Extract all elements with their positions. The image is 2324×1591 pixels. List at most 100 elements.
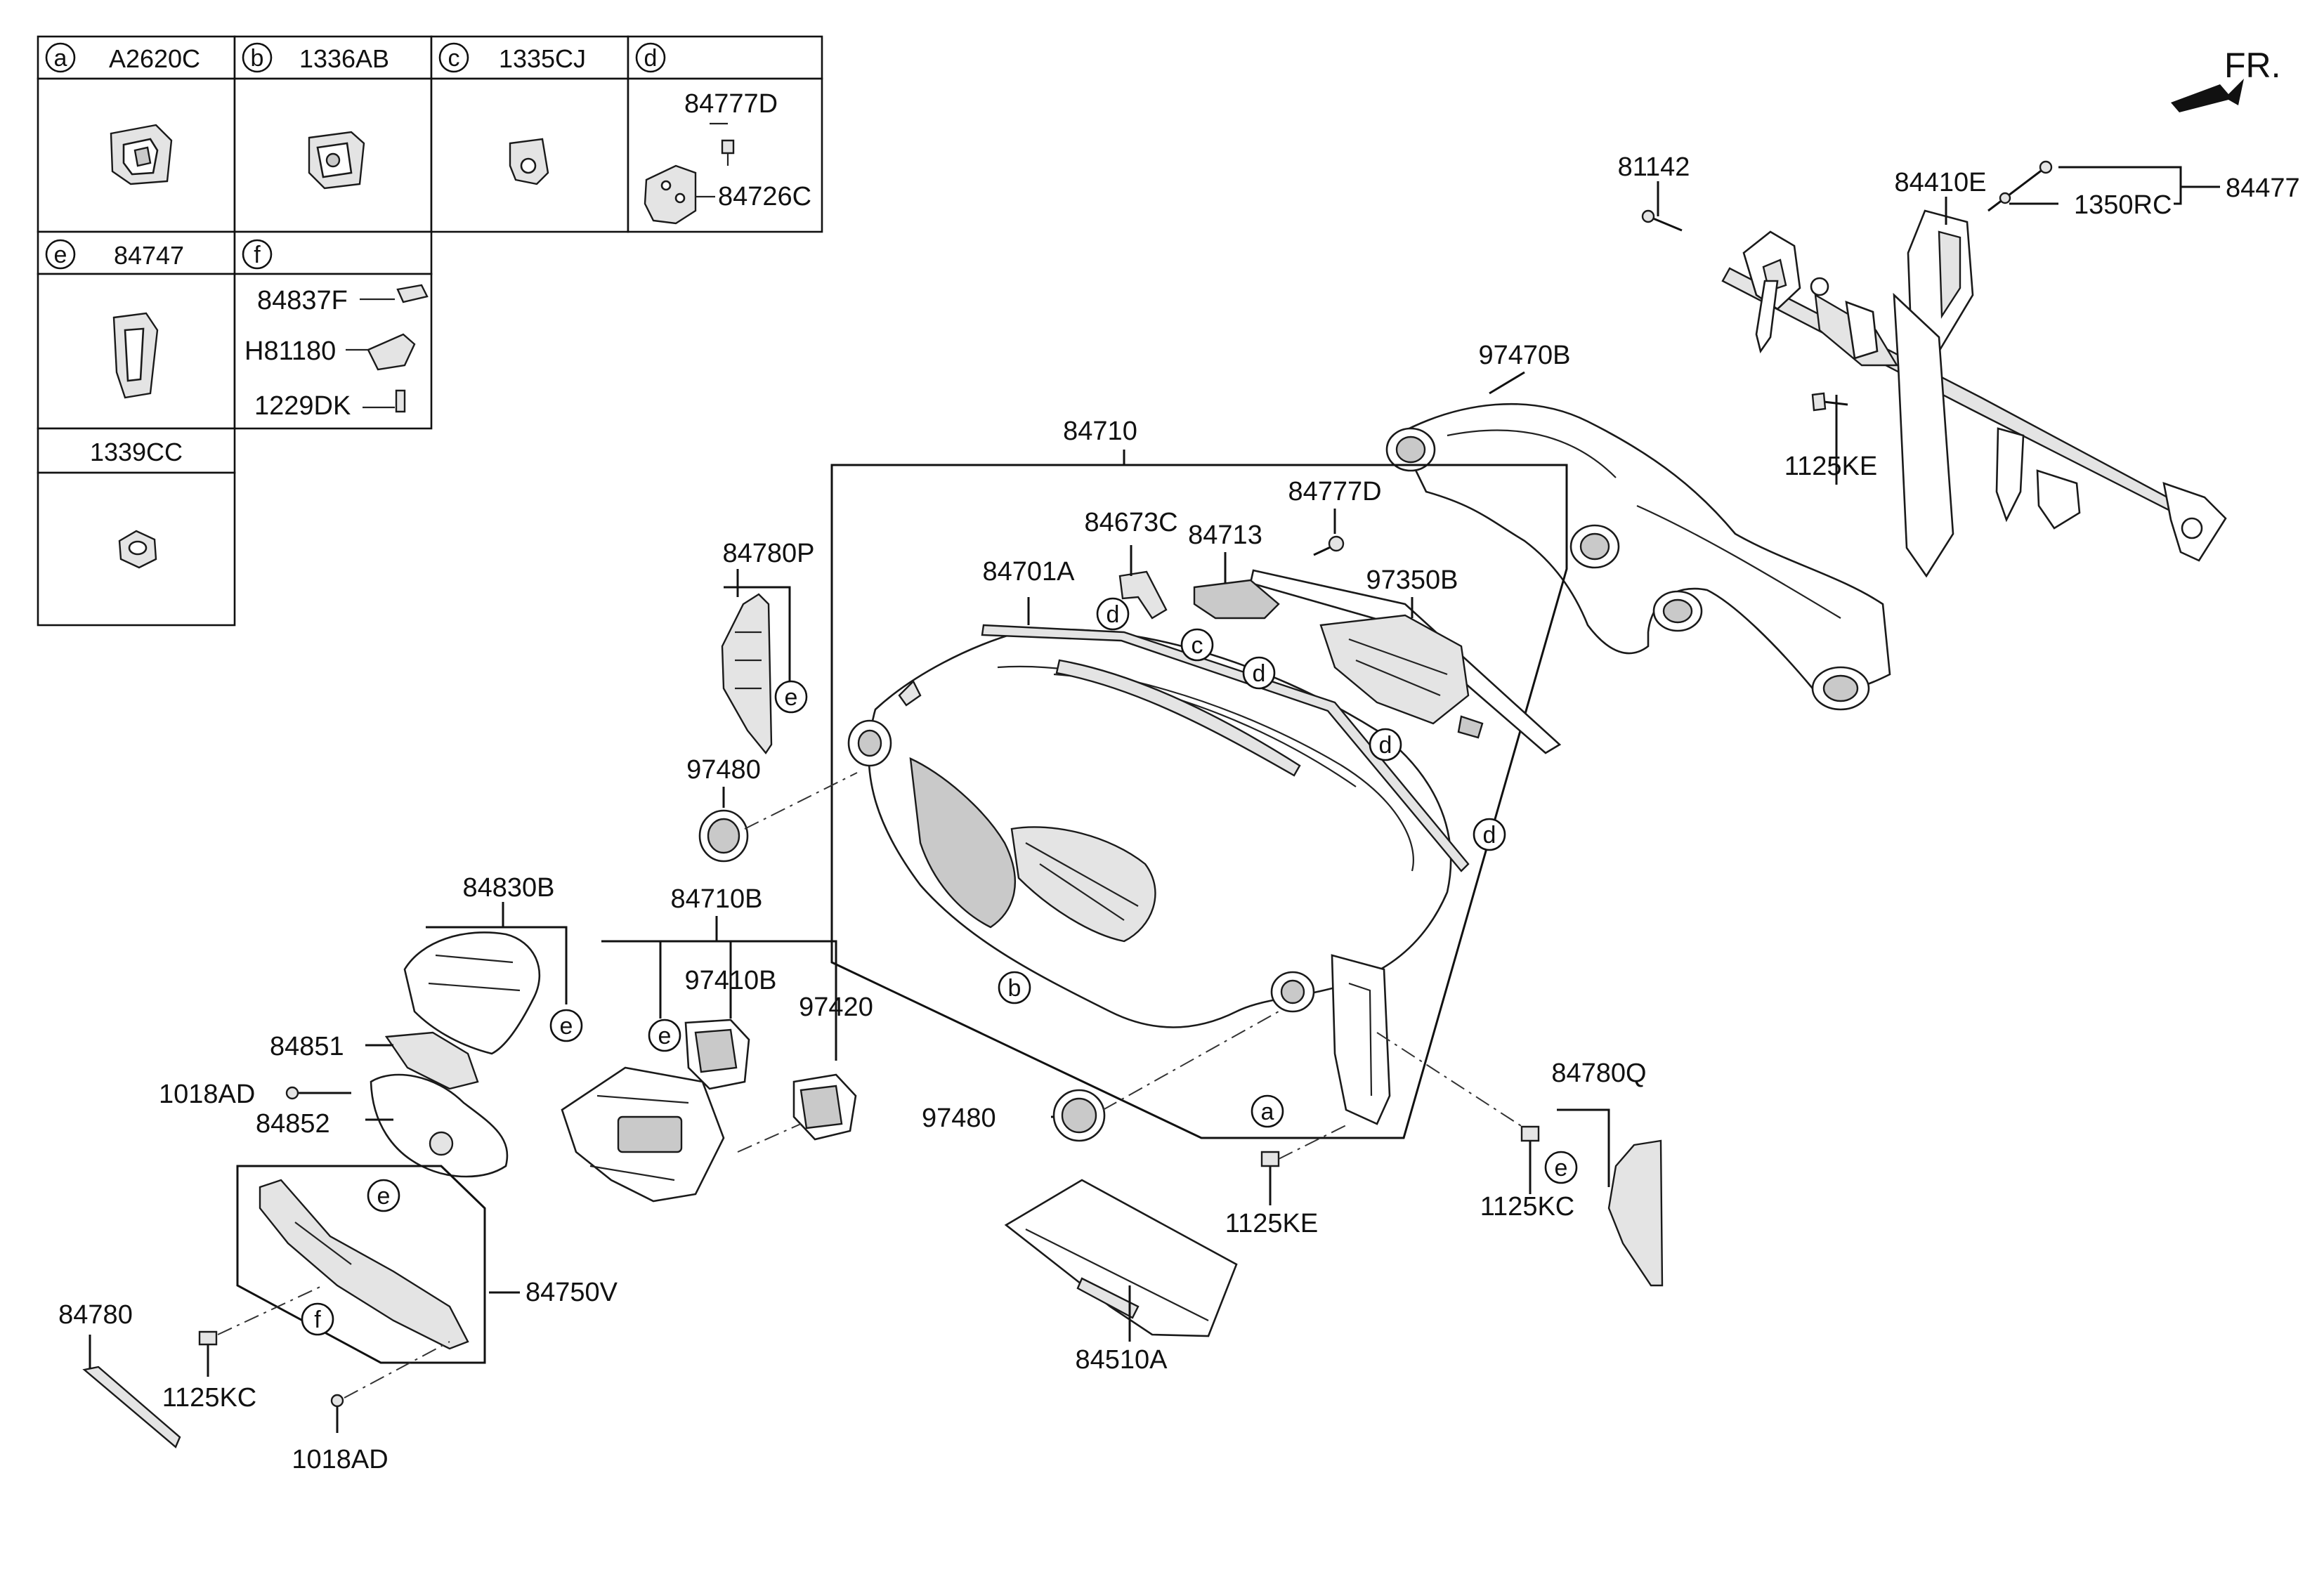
legend-d-part-2: 84726C	[718, 182, 811, 211]
callout-d-3: d	[1379, 732, 1392, 759]
legend-letter-c-circle	[438, 42, 469, 73]
leader-lines	[89, 166, 2220, 1368]
label-84713: 84713	[1188, 520, 1262, 550]
label-1018AD-lower: 1018AD	[292, 1445, 388, 1474]
legend-code-c: 1335CJ	[499, 44, 586, 73]
label-97480-left: 97480	[686, 755, 761, 785]
legend-code-nut: 1339CC	[90, 438, 183, 466]
hex-nut-drawing	[118, 530, 157, 569]
legend-code-a: A2620C	[109, 44, 200, 73]
legend-cell-nut-body	[37, 471, 236, 627]
cover-84851	[384, 1031, 479, 1090]
label-84852: 84852	[256, 1109, 330, 1139]
screw-1018AD-lower	[330, 1341, 450, 1433]
legend-table: a A2620C b 1336AB c 1335CJ d 84777D 8472…	[37, 35, 823, 627]
side-vent-97480-left	[698, 772, 858, 863]
defroster-nozzle-97350B	[1249, 569, 1562, 754]
legend-f-part-3: 1229DK	[254, 391, 351, 421]
side-cover-84780Q	[1557, 1108, 1664, 1287]
trim-strip-84780	[82, 1366, 181, 1448]
legend-letter-d-circle	[635, 42, 666, 73]
label-1125KE-right: 1125KE	[1784, 452, 1877, 481]
label-1018AD-upper: 1018AD	[159, 1080, 255, 1109]
clip-e-drawing	[112, 312, 159, 399]
bolt-1125KC-right	[1376, 1032, 1540, 1194]
legend-letter-a-circle	[45, 42, 76, 73]
label-84780P: 84780P	[722, 539, 814, 568]
label-1125KE-lower: 1125KE	[1225, 1209, 1318, 1238]
center-duct-97470B	[1385, 402, 1891, 711]
label-84830B: 84830B	[462, 873, 554, 903]
label-84851: 84851	[270, 1032, 344, 1061]
bolt-1125KC-left	[198, 1285, 324, 1377]
bolt-84477	[1987, 160, 2053, 212]
callout-e-1: e	[785, 684, 798, 711]
callout-e-4: e	[1555, 1155, 1568, 1181]
label-84750V: 84750V	[525, 1278, 618, 1307]
callout-e-2: e	[560, 1013, 573, 1040]
callouts: d c d d d e b a e e e e f	[301, 597, 1578, 1336]
front-arrow-icon	[2171, 79, 2244, 112]
legend-letter-b-circle	[242, 42, 273, 73]
center-vent-97410B	[684, 1019, 750, 1090]
clip-c-drawing	[509, 138, 549, 185]
front-label: FR.	[2224, 46, 2281, 85]
clip-a-drawing	[110, 124, 173, 185]
label-84477: 84477	[2226, 173, 2300, 203]
label-84701A: 84701A	[982, 557, 1075, 587]
label-84510A: 84510A	[1075, 1345, 1168, 1375]
legend-code-b: 1336AB	[299, 44, 389, 73]
label-84710B: 84710B	[670, 884, 762, 914]
bolt-1125KE-right	[1811, 392, 1848, 412]
label-1125KC-left: 1125KC	[162, 1383, 257, 1413]
cluster-fascia-84830B	[403, 931, 541, 1055]
label-84410E: 84410E	[1894, 168, 1986, 197]
callout-c-1: c	[1192, 632, 1203, 659]
bolt-1125KE-lower	[1260, 1123, 1350, 1205]
clip-b-drawing	[308, 131, 365, 190]
crash-pad-84710-frame	[830, 464, 1568, 1139]
legend-letter-d: d	[644, 45, 658, 72]
legend-letter-f: f	[254, 242, 261, 268]
label-84780: 84780	[58, 1300, 133, 1330]
crash-pad-main	[847, 628, 1452, 1125]
label-1125KC-right: 1125KC	[1480, 1192, 1575, 1222]
label-97410B: 97410B	[684, 966, 776, 995]
label-84777D: 84777D	[1288, 477, 1381, 506]
screw-1018AD-upper	[285, 1086, 351, 1100]
label-1350RC: 1350RC	[2074, 190, 2172, 220]
legend-f-part-1: 84837F	[257, 286, 348, 315]
display-screen-shape	[617, 1115, 683, 1153]
bracket-f-drawing	[346, 284, 429, 413]
legend-f-part-2: H81180	[244, 336, 336, 366]
legend-letter-a: a	[54, 45, 67, 72]
callout-f: f	[314, 1307, 321, 1333]
screw-84777D	[1313, 535, 1345, 556]
center-facia-84710B	[561, 1066, 725, 1203]
lower-panel-frame	[236, 1165, 486, 1364]
legend-letter-e: e	[54, 242, 67, 268]
side-vent-97480-right	[1052, 1011, 1279, 1142]
label-97480-right: 97480	[922, 1104, 996, 1133]
callout-d-4: d	[1483, 822, 1496, 849]
center-vent-97420	[737, 1073, 857, 1153]
callout-e-5: e	[377, 1183, 391, 1210]
bracket-84713	[1193, 579, 1280, 620]
front-direction-indicator: FR.	[2171, 46, 2281, 112]
label-84780Q: 84780Q	[1551, 1059, 1646, 1088]
callout-b: b	[1008, 975, 1021, 1002]
screw-and-bracket-d-drawing	[644, 122, 735, 225]
label-97350B: 97350B	[1366, 565, 1458, 595]
callout-d-2: d	[1253, 660, 1266, 687]
label-97470B: 97470B	[1478, 341, 1570, 370]
legend-code-e: 84747	[114, 241, 184, 270]
glove-box-84510A	[1004, 1179, 1238, 1337]
callout-d-1: d	[1106, 601, 1120, 628]
legend-letter-f-circle	[242, 239, 273, 270]
lower-shroud-84852	[370, 1073, 509, 1178]
cowl-crossbar-assembly	[1721, 209, 2227, 578]
legend-d-part-1: 84777D	[684, 89, 778, 119]
legend-letter-e-circle	[45, 239, 76, 270]
